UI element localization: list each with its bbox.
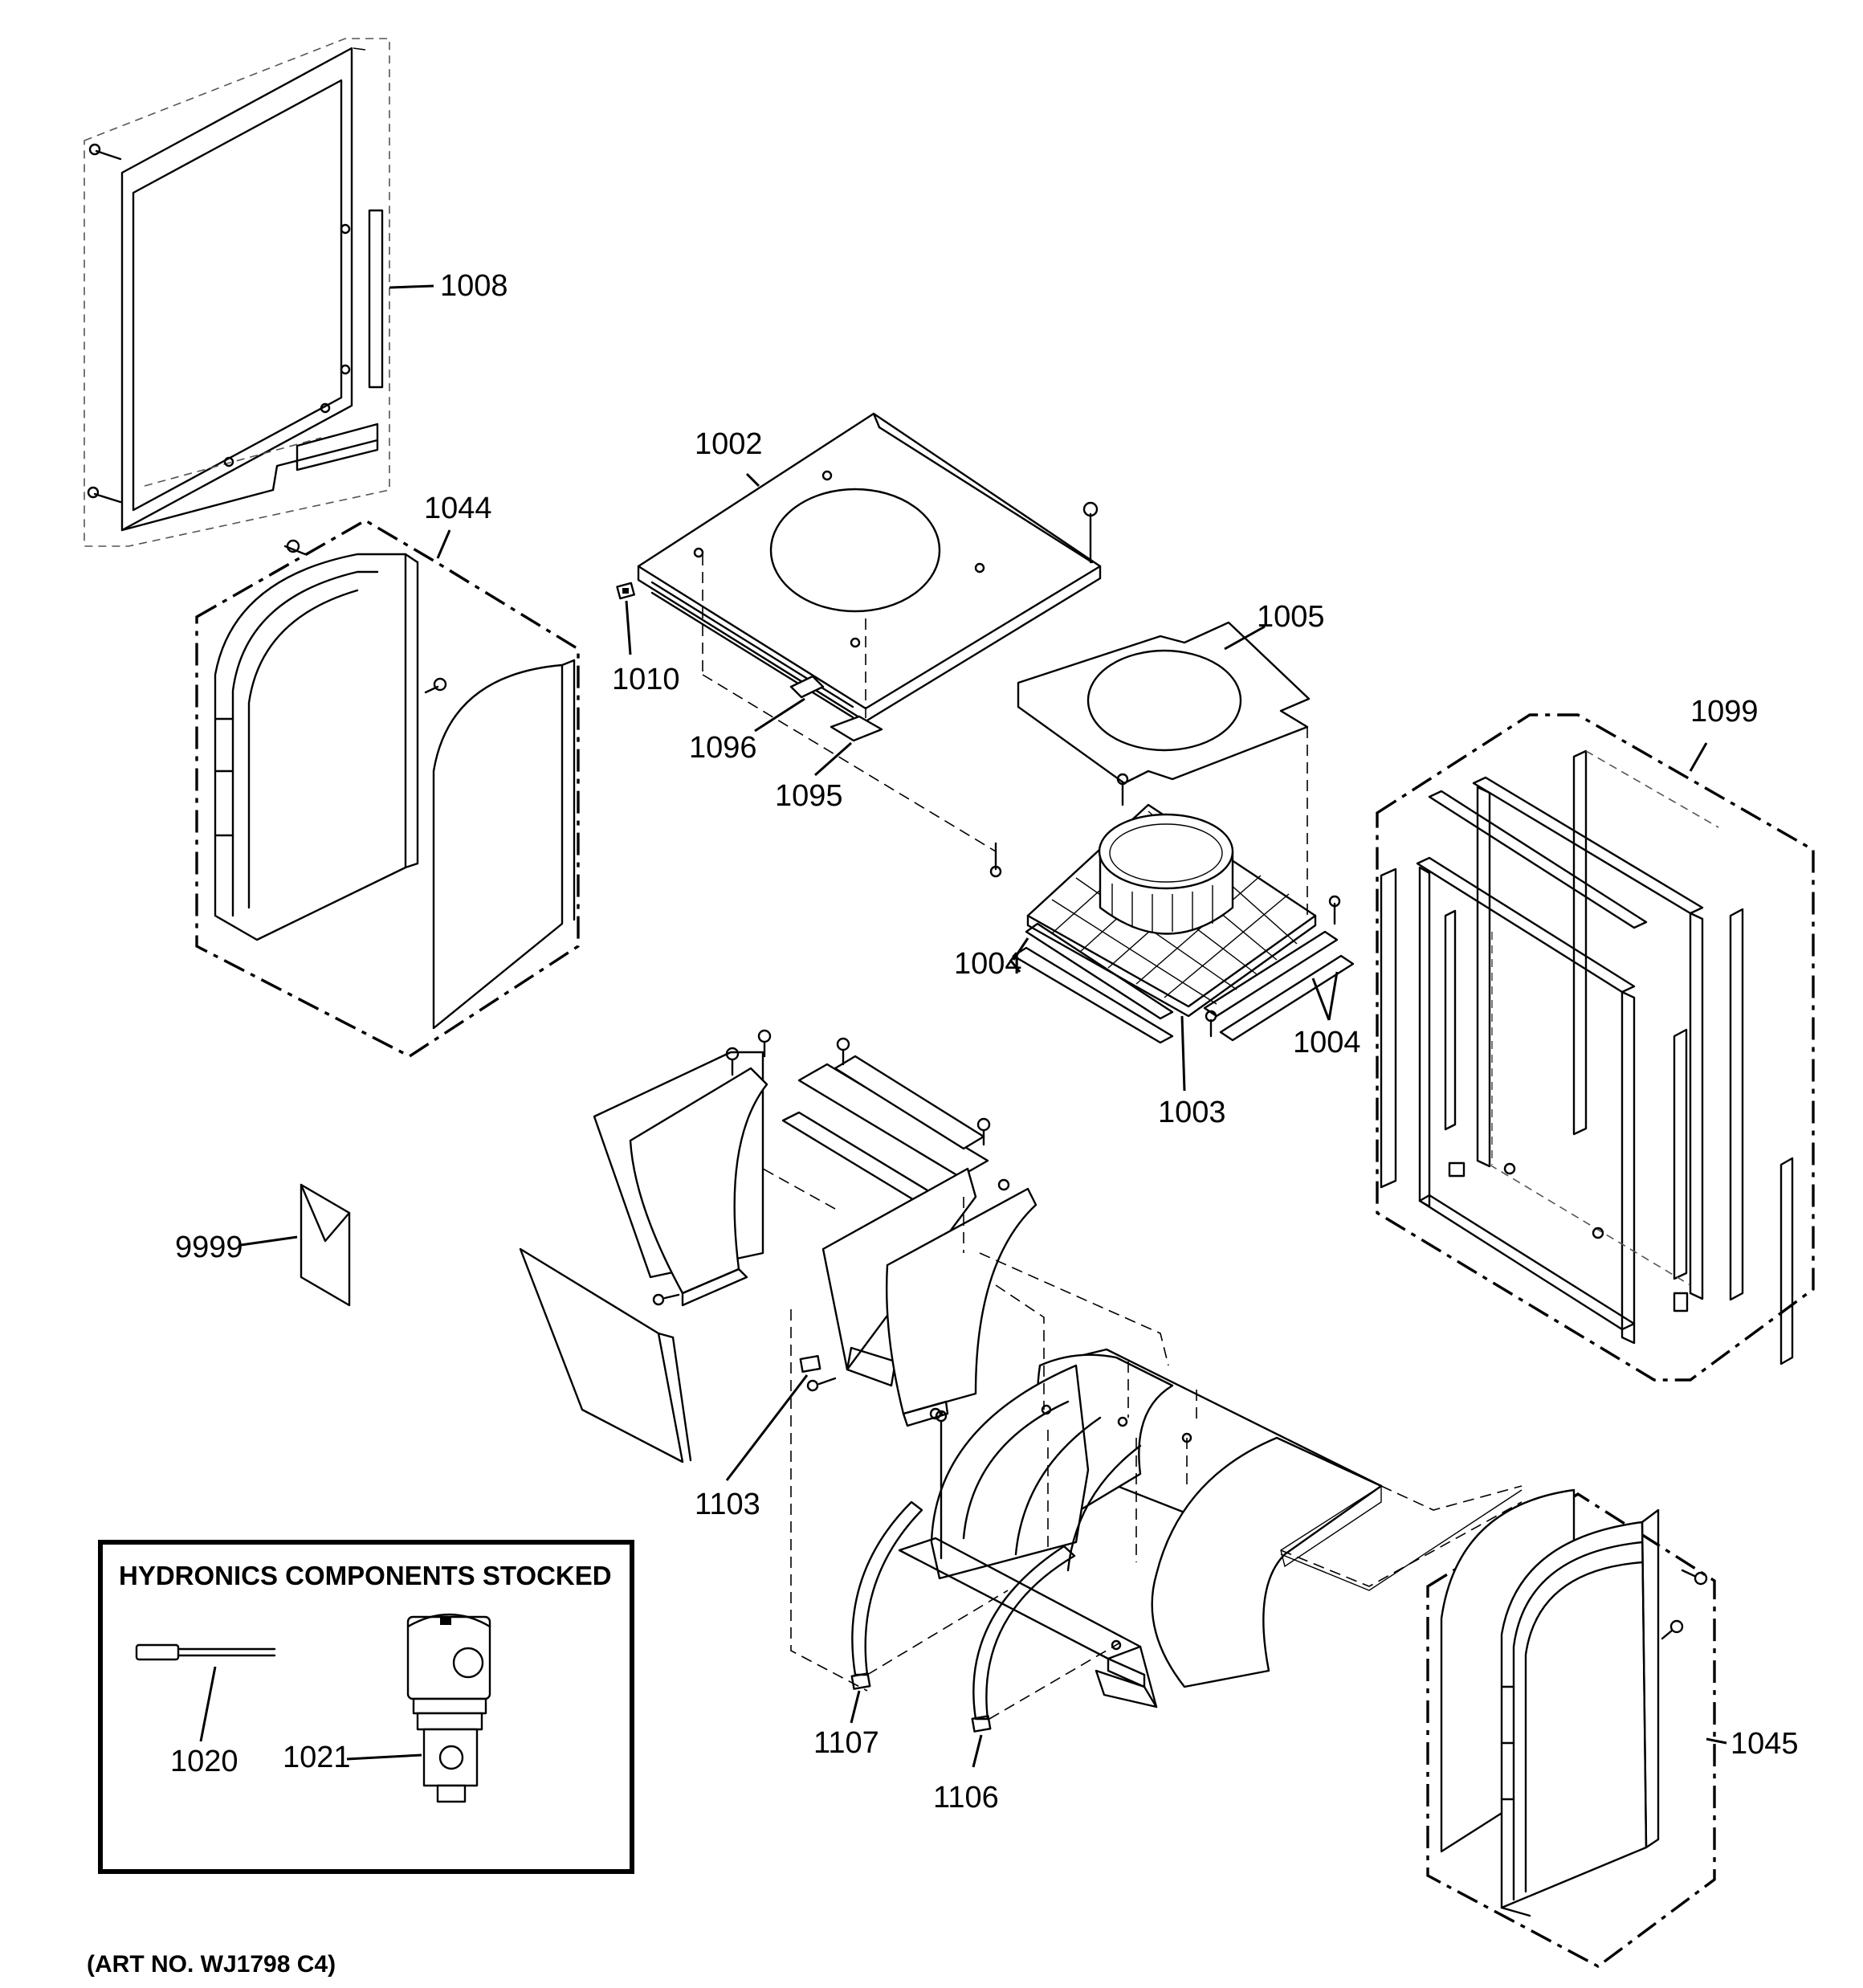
part-1008-back-panel: 1008 [84,38,508,547]
part-1096-bracket: 1096 [689,675,825,765]
callout-1021: 1021 [283,1741,351,1774]
callout-1095: 1095 [775,779,843,813]
callout-1020: 1020 [170,1745,238,1778]
callout-1096: 1096 [689,731,757,765]
callout-1106: 1106 [933,1781,999,1815]
callout-1008: 1008 [440,269,508,303]
callout-1107: 1107 [813,1726,879,1760]
callout-1003: 1003 [1158,1096,1226,1129]
part-1010-clip: 1010 [612,582,680,696]
callout-1044: 1044 [424,492,492,525]
part-1107-strap: 1107 [813,1500,1009,1760]
part-1044-side-cover: 1044 [195,492,580,1058]
part-1106-strap: 1106 [933,1545,1122,1815]
art-number: (ART NO. WJ1798 C4) [87,1951,336,1978]
part-1045-side-cover: 1045 [1426,1488,1799,1969]
part-1099-frame: 1099 [1376,695,1815,1382]
part-1004-gasket-left: 1004 [954,922,1174,1044]
callout-1002: 1002 [695,427,763,461]
callout-1004-left: 1004 [954,947,1022,981]
part-1020-sensor: 1020 [135,1643,276,1778]
part-1003-grille: 1003 [989,773,1341,1129]
part-1095-bracket: 1095 [775,715,883,813]
callout-1103: 1103 [695,1488,760,1521]
callout-1099: 1099 [1690,695,1759,729]
callout-9999: 9999 [175,1231,243,1264]
callout-1004-right: 1004 [1293,1026,1361,1059]
hydronics-inset: HYDRONICS COMPONENTS STOCKED 1020 1021 [98,1540,634,1874]
part-1005-pad: 1005 [1017,600,1325,785]
part-1021-valve: 1021 [283,1613,491,1803]
part-1004-gasket-right: 1004 [1203,930,1361,1059]
part-1002-top-plate: 1002 [637,412,1102,723]
callout-1005: 1005 [1257,600,1325,634]
callout-1010: 1010 [612,663,680,696]
blower-housing-assembly: 1103 [519,1029,1523,1708]
inset-title: HYDRONICS COMPONENTS STOCKED [119,1561,612,1590]
part-9999-envelope: 9999 [175,1183,351,1307]
callout-1045: 1045 [1731,1727,1799,1761]
